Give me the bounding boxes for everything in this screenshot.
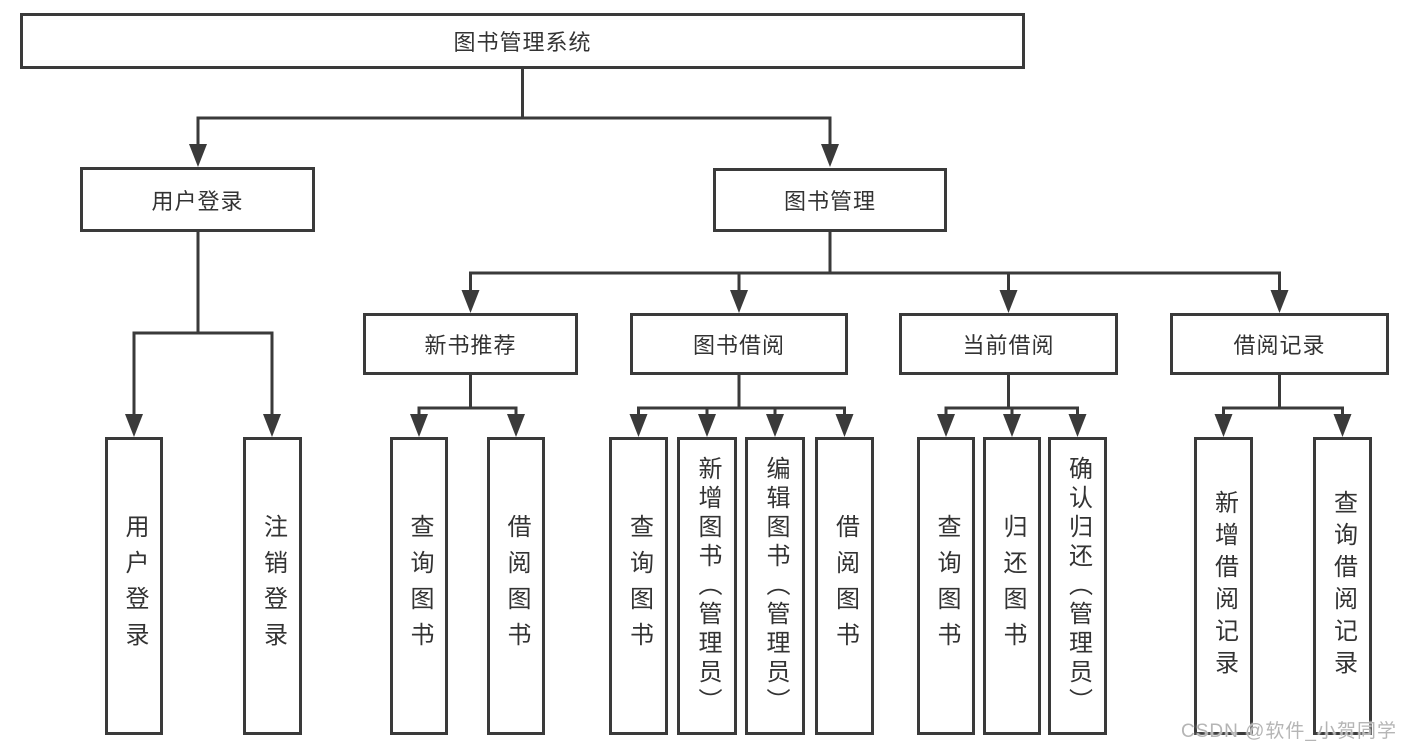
node-book-management: 图书管理 <box>713 168 947 232</box>
leaf-query-books-recommend: 查询图书 <box>390 437 448 735</box>
leaf-query-borrow-record: 查询借阅记录 <box>1313 437 1372 735</box>
leaf-borrow-books-recommend: 借阅图书 <box>487 437 545 735</box>
node-user-login: 用户登录 <box>80 167 315 232</box>
leaf-confirm-return-admin: 确认归还（管理员） <box>1048 437 1107 735</box>
node-root-library-system: 图书管理系统 <box>20 13 1025 69</box>
node-new-book-recommend: 新书推荐 <box>363 313 578 375</box>
leaf-edit-books-admin: 编辑图书（管理员） <box>745 437 805 735</box>
leaf-add-books-admin: 新增图书（管理员） <box>677 437 737 735</box>
node-current-borrow: 当前借阅 <box>899 313 1118 375</box>
csdn-watermark: CSDN @软件_小贺同学 <box>1181 721 1397 742</box>
leaf-add-borrow-record: 新增借阅记录 <box>1194 437 1253 735</box>
node-book-borrow: 图书借阅 <box>630 313 848 375</box>
leaf-borrow-books: 借阅图书 <box>815 437 874 735</box>
leaf-return-books: 归还图书 <box>983 437 1041 735</box>
node-borrow-records: 借阅记录 <box>1170 313 1389 375</box>
arrowheads <box>125 144 1352 437</box>
leaf-query-books-borrow: 查询图书 <box>609 437 668 735</box>
leaf-user-login: 用户登录 <box>105 437 163 735</box>
leaf-query-books-current: 查询图书 <box>917 437 975 735</box>
leaf-logout: 注销登录 <box>243 437 302 735</box>
